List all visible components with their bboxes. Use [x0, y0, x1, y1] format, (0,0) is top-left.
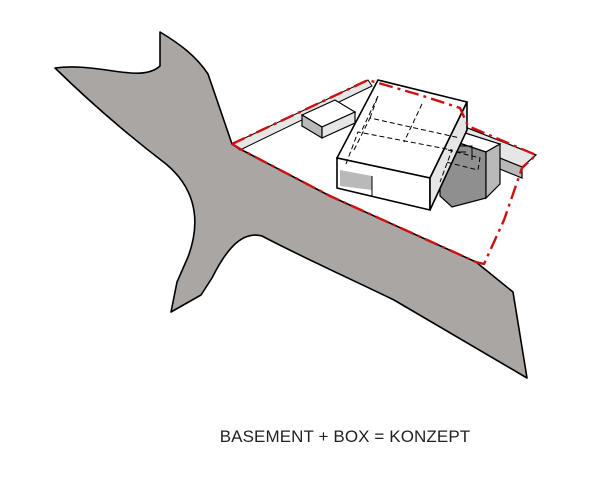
site-boundary [231, 78, 538, 266]
concept-caption: BASEMENT + BOX = KONZEPT [219, 427, 471, 446]
basement-block-left [300, 99, 357, 140]
street-network [54, 31, 528, 379]
main-box [335, 79, 481, 212]
